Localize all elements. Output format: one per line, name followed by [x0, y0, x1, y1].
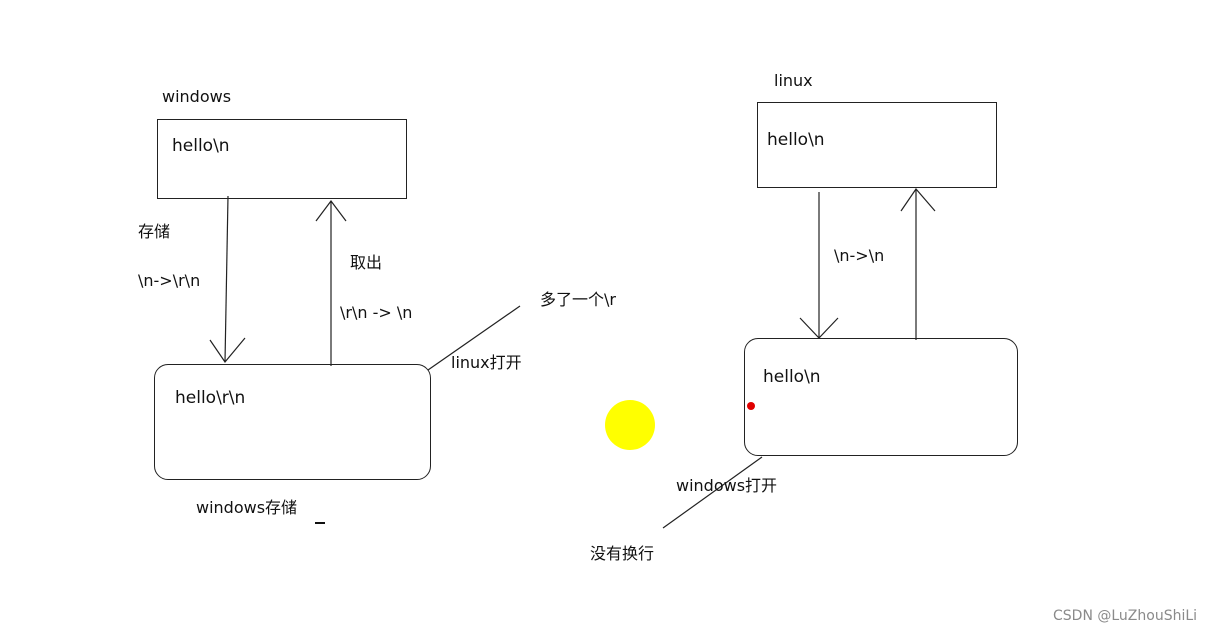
pointer-dot — [747, 402, 755, 410]
windows-open-pointer — [662, 456, 763, 529]
store-arrow — [224, 195, 229, 363]
text-cursor-mark — [315, 522, 325, 524]
store-arrow-head — [209, 337, 246, 363]
linux-source-text: hello\n — [767, 130, 825, 150]
store-label: 存储 — [138, 222, 171, 241]
linux-conversion: \n->\n — [834, 246, 885, 265]
linux-open-pointer — [427, 305, 521, 371]
windows-source-text: hello\n — [172, 136, 230, 156]
fetch-arrow-head — [315, 200, 347, 222]
cursor-highlight — [605, 400, 655, 450]
linux-title: linux — [774, 71, 813, 90]
store-conversion: \n->\r\n — [138, 271, 201, 290]
fetch-conversion: \r\n -> \n — [340, 303, 413, 322]
linux-open-label: linux打开 — [451, 353, 522, 372]
fetch-label: 取出 — [350, 253, 383, 272]
windows-source-box: hello\n — [157, 119, 407, 199]
windows-store-caption: windows存储 — [196, 498, 298, 517]
linux-stored-text: hello\n — [763, 367, 821, 387]
linux-stored-box: hello\n — [744, 338, 1018, 456]
windows-title: windows — [162, 87, 232, 106]
linux-source-box: hello\n — [757, 102, 997, 188]
windows-stored-text: hello\r\n — [175, 388, 246, 408]
windows-stored-box: hello\r\n — [154, 364, 431, 480]
windows-open-label: windows打开 — [676, 476, 778, 495]
watermark: CSDN @LuZhouShiLi — [1053, 608, 1198, 624]
extra-cr-note: 多了一个\r — [540, 290, 616, 309]
no-newline-note: 没有换行 — [590, 544, 655, 563]
linux-up-arrow-head — [900, 188, 936, 212]
